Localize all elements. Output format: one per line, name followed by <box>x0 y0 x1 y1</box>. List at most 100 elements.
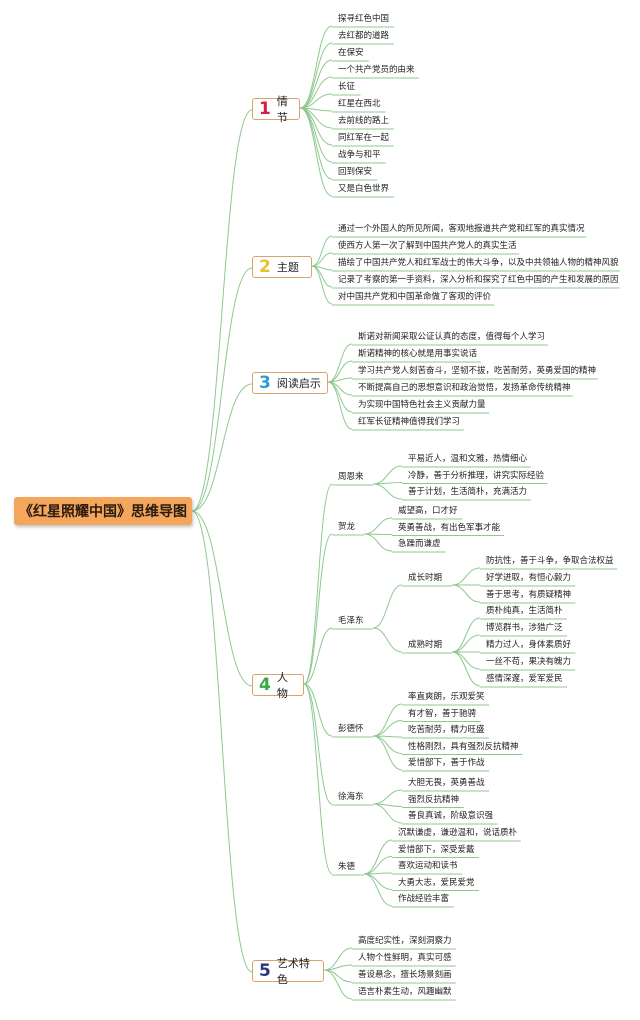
trait-text: 平易近人，温和文雅，热情细心 <box>408 454 528 464</box>
person-connector <box>303 683 333 875</box>
leaf-text: 在保安 <box>338 48 364 58</box>
leaf-text: 一个共产党员的由来 <box>338 65 415 75</box>
leaf-text: 红星在西北 <box>338 99 381 109</box>
trait-text: 质朴纯真，生活简朴 <box>486 606 563 616</box>
leaf-text: 高度纪实性，深刻洞察力 <box>358 936 452 946</box>
trait-text: 强烈反抗精神 <box>408 794 460 805</box>
leaf-text: 描绘了中国共产党人和红军战士的伟大斗争，以及中共领袖人物的精神风貌 <box>338 258 619 268</box>
leaf-connector <box>323 947 353 971</box>
trait-text: 感情深邃，爱军爱民 <box>486 674 563 684</box>
trait-text: 沉默谦虚，谦逊温和，说话质朴 <box>398 828 518 838</box>
branch-label: 阅读启示 <box>276 377 321 390</box>
trait-connector <box>451 651 481 687</box>
leaf-text: 红军长征精神值得我们学习 <box>358 417 461 427</box>
trait-text: 威望高，口才好 <box>398 506 458 516</box>
branch-number: 3 <box>259 373 271 393</box>
leaf-text: 去红都的道路 <box>338 31 390 41</box>
branch-connector <box>191 267 253 512</box>
branch-label: 艺术特色 <box>276 957 310 986</box>
leaf-text: 使西方人第一次了解到中国共产党人的真实生活 <box>338 241 517 251</box>
trait-connector <box>363 856 393 875</box>
leaf-connector <box>311 235 333 267</box>
person-name: 徐海东 <box>338 792 364 802</box>
leaf-connector <box>327 381 353 430</box>
root-title: 《红星照耀中国》思维导图 <box>14 497 192 525</box>
leaf-connector <box>299 25 333 109</box>
trait-connector <box>363 873 393 890</box>
period-name: 成熟时期 <box>408 640 443 650</box>
branch-number: 1 <box>259 99 271 119</box>
person-name: 朱德 <box>338 862 356 872</box>
person-connector <box>303 627 333 685</box>
leaf-connector <box>299 42 333 109</box>
branch-node-3: 3 阅读启示 <box>252 372 328 394</box>
trait-connector <box>363 533 393 552</box>
trait-text: 爱惜部下，善于作战 <box>408 758 485 768</box>
trait-text: 喜欢运动和读书 <box>398 861 458 871</box>
leaf-text: 语言朴素生动，风趣幽默 <box>358 987 452 997</box>
branch-connector <box>191 109 253 512</box>
branch-label: 主题 <box>276 261 299 274</box>
leaf-connector <box>323 969 353 1000</box>
trait-connector <box>372 483 403 500</box>
branch-node-2: 2 主题 <box>252 256 312 278</box>
leaf-connector <box>299 59 333 109</box>
trait-connector <box>372 735 403 771</box>
leaf-connector <box>299 107 333 197</box>
branch-connector <box>191 383 253 512</box>
trait-text: 大胆无畏，英勇善战 <box>408 778 485 788</box>
leaf-text: 斯诺对新闻采取公证认真的态度，值得每个人学习 <box>358 332 546 342</box>
leaf-connector <box>299 76 333 109</box>
trait-connector <box>363 517 393 535</box>
leaf-connector <box>327 343 353 383</box>
person-name: 毛泽东 <box>338 616 364 626</box>
trait-text: 防抗性，善于斗争，争取合法权益 <box>486 556 614 566</box>
trait-text: 吃苦耐劳，精力旺盛 <box>408 725 485 735</box>
person-name: 周恩来 <box>338 472 364 482</box>
trait-text: 一丝不苟，果决有魄力 <box>486 657 572 667</box>
trait-connector <box>451 567 481 586</box>
period-connector <box>372 627 403 653</box>
leaf-text: 斯诺精神的核心就是用事实说话 <box>358 349 478 359</box>
period-connector <box>372 584 403 629</box>
branch-number: 5 <box>259 961 271 981</box>
trait-text: 作战经验丰富 <box>398 894 450 904</box>
person-name: 贺龙 <box>338 522 356 532</box>
leaf-text: 为实现中国特色社会主义贡献力量 <box>358 400 486 410</box>
leaf-text: 不断提高自己的思想意识和政治觉悟，发扬革命传统精神 <box>358 383 571 393</box>
leaf-text: 探寻红色中国 <box>338 14 390 24</box>
trait-connector <box>372 789 403 805</box>
leaf-connector <box>311 265 333 305</box>
trait-text: 急躁而谦虚 <box>398 539 441 549</box>
trait-connector <box>372 703 403 737</box>
trait-text: 善良真诚，阶级意识强 <box>408 811 494 821</box>
trait-text: 性格刚烈，具有强烈反抗精神 <box>408 741 519 752</box>
leaf-connector <box>327 360 353 383</box>
branch-number: 2 <box>259 257 271 277</box>
leaf-text: 回到保安 <box>338 167 373 177</box>
leaf-connector <box>327 377 353 383</box>
trait-connector <box>363 839 393 875</box>
leaf-text: 记录了考察的第一手资料，深入分析和探究了红色中国的产生和发展的原因 <box>338 275 619 285</box>
leaf-text: 长征 <box>338 82 356 92</box>
leaf-text: 同红军在一起 <box>338 133 390 143</box>
trait-text: 大勇大志，爱民爱党 <box>398 877 475 888</box>
trait-text: 博览群书，涉猎广泛 <box>486 623 563 633</box>
leaf-connector <box>299 107 333 146</box>
person-connector <box>303 533 333 685</box>
branch-connector <box>191 510 253 687</box>
person-connector <box>303 683 333 737</box>
trait-text: 有才智，善于驰骋 <box>408 708 477 719</box>
person-connector <box>303 483 333 685</box>
leaf-text: 战争与和平 <box>338 150 381 160</box>
person-name: 彭德怀 <box>338 724 364 734</box>
leaf-connector <box>311 252 333 267</box>
leaf-text: 人物个性鲜明，真实可感 <box>358 953 452 963</box>
trait-connector <box>451 584 481 603</box>
leaf-text: 去前线的路上 <box>338 116 390 126</box>
branch-label: 情节 <box>276 95 288 124</box>
period-name: 成长时期 <box>408 573 443 583</box>
branch-connector <box>191 510 253 973</box>
leaf-text: 又是白色世界 <box>338 184 390 194</box>
